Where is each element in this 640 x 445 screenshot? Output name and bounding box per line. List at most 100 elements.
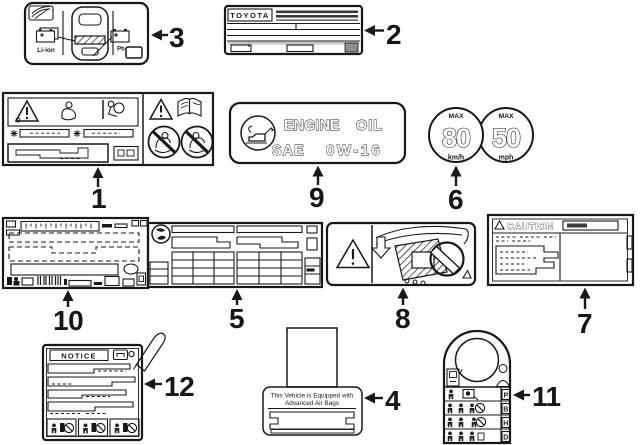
label-visor-airbag[interactable]: This Vehicle is Equipped with Advanced A… [262,327,363,436]
arrow-8 [397,287,409,299]
callout-6[interactable]: 6 [448,184,464,215]
engine-word: ENGINE [284,118,340,134]
notice-title: NOTICE [61,352,97,361]
row-letter-3: H [503,420,508,427]
arrow-12 [144,378,155,390]
arrow-1 [92,167,104,178]
callout-8[interactable]: 8 [395,303,411,334]
text-block-outline [171,236,231,249]
callout-9-group[interactable]: 9 [309,165,325,214]
no-child-seat-icon [180,125,214,159]
callout-11-group[interactable]: 11 [513,381,561,412]
prohibition-icon [429,241,465,277]
sae-word: SAE [272,143,305,159]
fuel-pump-icon [446,368,463,387]
arrow-10 [62,290,74,301]
warning-triangle-icon [494,219,505,230]
visor-step-outline [269,411,355,430]
callout-6-group[interactable]: 6 [448,165,464,216]
max-right-text: MAX [498,113,514,120]
text-block-outline [236,236,299,249]
viscosity-word: 0W-16 [326,142,382,159]
label-emission[interactable] [1,216,150,290]
label-airbag-caution[interactable] [1,91,215,167]
speed-50-text: 50 [492,123,520,153]
warning-triangle-icon [148,97,174,120]
label-load-caution[interactable] [325,221,477,287]
certification-seal-row [10,128,134,138]
row-letter-4: D [503,434,508,441]
pb-text: Pb [117,47,125,53]
callout-8-group[interactable]: 8 [395,287,411,335]
callout-10[interactable]: 10 [53,305,84,336]
no-child-seat-icon [147,125,181,159]
callout-7[interactable]: 7 [577,308,593,339]
side-table-right [304,257,321,285]
label-hybrid-battery[interactable]: Li-ion Pb [23,1,150,66]
arrow-7 [579,287,591,299]
mph-text: mph [499,155,514,162]
callout-7-group[interactable]: 7 [577,287,593,340]
callout-12-group[interactable]: 12 [144,371,195,402]
callout-11[interactable]: 11 [532,381,561,412]
callout-3[interactable]: 3 [169,22,185,53]
occupant-airbag-icon [102,100,125,119]
arrow-4 [364,392,375,404]
visor-line2: Advanced Air Bags [285,400,339,407]
li-ion-battery-icon: Li-ion [35,27,59,54]
visor-strap [286,327,338,388]
callout-9[interactable]: 9 [309,182,325,213]
label-caution-panel[interactable]: CAUTION [486,213,635,287]
visor-line1: This Vehicle is Equipped with [271,393,354,400]
row-letter-1: P [503,392,508,399]
side-table-left [149,261,169,285]
callout-10-group[interactable]: 10 [53,290,84,336]
callout-1[interactable]: 1 [91,183,107,214]
caution-title: CAUTION [507,222,554,233]
corner-box [125,46,143,59]
callout-5[interactable]: 5 [229,303,245,334]
cargo-diagram [370,225,472,286]
callout-4[interactable]: 4 [385,385,402,416]
label-tire-pressure[interactable] [146,221,324,289]
oil-can-icon [240,115,276,151]
arrow-9 [312,165,324,177]
barcode [37,276,62,285]
li-ion-text: Li-ion [37,47,55,54]
brand-text: TOYOTA [230,11,270,20]
callout-1-group[interactable]: 1 [91,167,107,214]
arrow-6 [450,165,462,177]
pen-leader [133,332,166,372]
oil-word: OIL [356,118,383,134]
caution-text-block [495,236,559,275]
owners-manual-icon [177,97,202,117]
manual-book-icon [28,5,54,21]
warning-triangle-icon [335,238,371,269]
down-arrow-icon [370,236,392,259]
arrow-2 [364,25,375,36]
label-notice[interactable]: NOTICE [41,343,144,442]
callout-4-group[interactable]: 4 [364,385,402,416]
callout-3-group[interactable]: 3 [151,22,185,53]
person-icon [495,363,511,388]
warning-triangle-icon [14,99,40,123]
kmh-text: km/h [448,155,464,162]
roundel-icon [151,224,171,244]
max-left-text: MAX [448,113,464,120]
callout-2-group[interactable]: 2 [364,19,402,50]
pb-battery-icon: Pb [110,29,130,53]
label-hang-tag[interactable]: P B H D [442,329,512,445]
bottom-code-row [7,272,147,287]
pressure-table-right [236,251,303,285]
callout-5-group[interactable]: 5 [229,289,245,334]
vehicle-top-view [57,6,114,61]
callout-12[interactable]: 12 [164,371,195,402]
callout-2[interactable]: 2 [386,19,402,50]
speed-80-text: 80 [442,123,470,153]
label-certification[interactable]: TOYOTA [223,4,364,56]
arrow-5 [231,289,243,300]
notice-text-blocks [47,363,136,414]
arrow-11 [513,389,524,401]
label-spare-tire-speed[interactable]: MAX 50 mph MAX 80 km/h [428,107,534,163]
label-engine-oil[interactable]: ENGINE OIL SAE 0W-16 [228,101,407,165]
